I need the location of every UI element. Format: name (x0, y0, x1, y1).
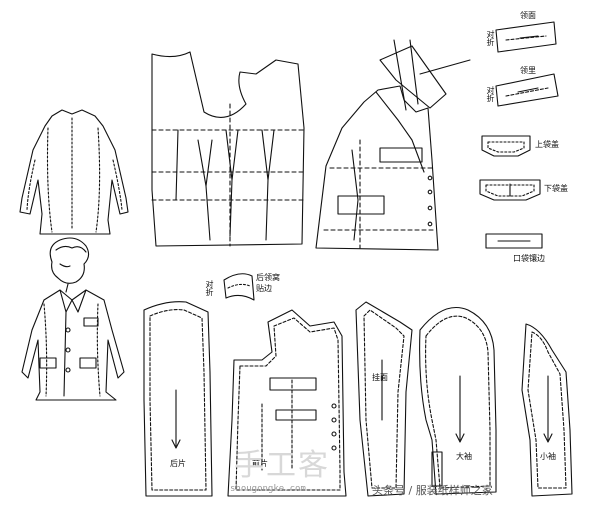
upper-sleeve-label: 大袖 (456, 452, 472, 461)
front-bodice-draft (315, 39, 471, 251)
under-sleeve-label: 小袖 (540, 452, 556, 461)
collar-inner-label: 领里 (520, 66, 536, 75)
watermark-site: shougongke.com (230, 484, 306, 494)
back-piece-pattern (143, 301, 213, 497)
back-neck-facing-piece (223, 273, 255, 301)
watermark-logo: 手工客 (234, 448, 330, 483)
front-piece-label: 前片 (252, 459, 268, 468)
watermark-tail: 头条号 / 服装纸样师之家 (372, 484, 493, 497)
front-piece-pattern (227, 309, 347, 497)
jacket-back-sketch (19, 109, 129, 235)
pocket-flap-bottom-label: 下袋盖 (544, 184, 568, 193)
upper-sleeve-pattern (419, 306, 497, 495)
lower-pocket-flap (479, 179, 541, 201)
collar-outer-piece (495, 21, 557, 53)
back-neck-facing-label: 后领窝贴边 (256, 273, 280, 293)
pocket-flap-top-label: 上袋盖 (535, 140, 559, 149)
facing-pattern (355, 301, 413, 497)
under-sleeve-pattern (521, 323, 573, 497)
fold-label-c: 对折 (205, 280, 214, 296)
upper-pocket-flap (481, 135, 531, 157)
collar-inner-piece (495, 73, 559, 107)
back-piece-label: 后片 (170, 459, 186, 468)
fold-label-a: 对折 (486, 30, 495, 46)
fold-label-b: 对折 (486, 86, 495, 102)
pocket-welt-label: 口袋镶边 (513, 254, 545, 263)
facing-label: 挂面 (372, 373, 388, 382)
collar-outer-label: 领面 (520, 11, 536, 20)
model-front-sketch (21, 237, 125, 401)
back-bodice-draft (151, 51, 305, 247)
pocket-welt-piece (485, 233, 543, 249)
